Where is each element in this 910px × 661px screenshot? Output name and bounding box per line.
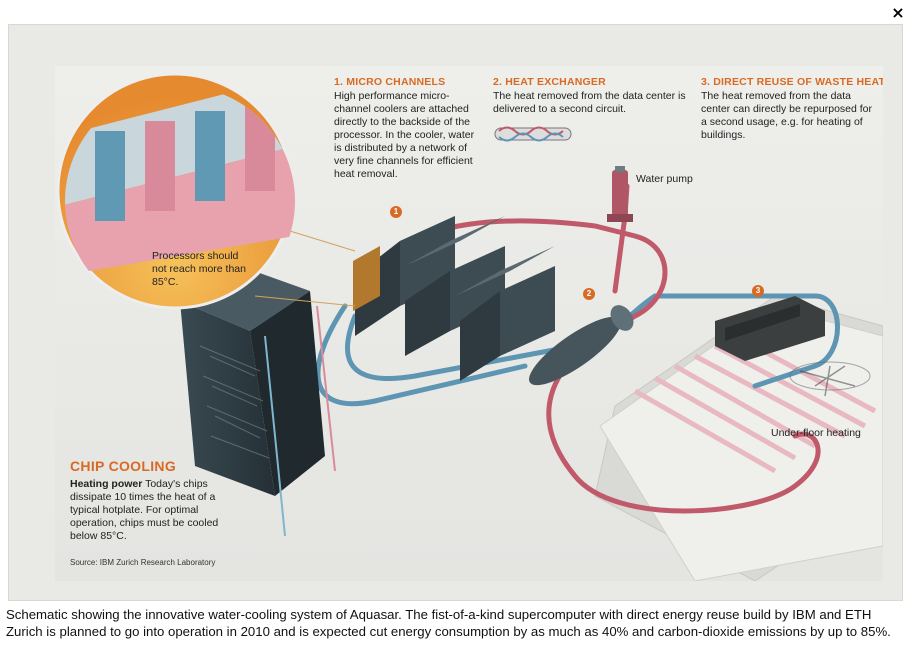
microchannel-magnifier	[56, 72, 356, 310]
source-credit: Source: IBM Zurich Research Laboratory	[70, 558, 216, 567]
section-heat-exchanger: 2. HEAT EXCHANGER The heat removed from …	[493, 76, 698, 150]
under-floor-heating-label: Under-floor heating	[771, 427, 861, 439]
chip-cooling-text: Heating power Today's chips dissipate 10…	[70, 478, 230, 543]
cooler-blocks	[353, 216, 555, 381]
close-icon[interactable]: ×	[891, 3, 905, 22]
chip-cooling-lead: Heating power	[70, 478, 143, 490]
heat-exchanger-icon	[494, 126, 572, 142]
step-badge-2: 2	[583, 288, 595, 300]
water-pump-icon	[607, 166, 633, 222]
water-pump-label: Water pump	[636, 173, 693, 185]
section-text: High performance micro-channel coolers a…	[334, 90, 475, 180]
section-heading: 1. MICRO CHANNELS	[334, 76, 446, 88]
chip-cooling-body: Today's chips dissipate 10 times the hea…	[70, 478, 219, 542]
step-badge-1: 1	[390, 206, 402, 218]
step-badge-3: 3	[752, 285, 764, 297]
image-caption: Schematic showing the innovative water-c…	[6, 607, 891, 639]
section-heading: 3. DIRECT REUSE OF WASTE HEAT	[701, 76, 883, 88]
infographic-artwork	[56, 72, 883, 581]
section-text: The heat removed from the data center ca…	[701, 90, 873, 141]
section-heading: 2. HEAT EXCHANGER	[493, 76, 606, 88]
section-text: The heat removed from the data center is…	[493, 90, 686, 115]
chip-cooling-title: CHIP COOLING	[70, 458, 177, 474]
aquasar-infographic: 1. MICRO CHANNELS High performance micro…	[55, 66, 883, 581]
sofa-icon	[715, 296, 825, 361]
ceiling-fan-icon	[789, 361, 871, 397]
processors-label: Processors should not reach more than 85…	[152, 250, 246, 288]
heat-exchanger-icon	[529, 305, 634, 386]
section-micro-channels: 1. MICRO CHANNELS High performance micro…	[334, 76, 484, 181]
section-direct-reuse: 3. DIRECT REUSE OF WASTE HEAT The heat r…	[701, 76, 883, 142]
